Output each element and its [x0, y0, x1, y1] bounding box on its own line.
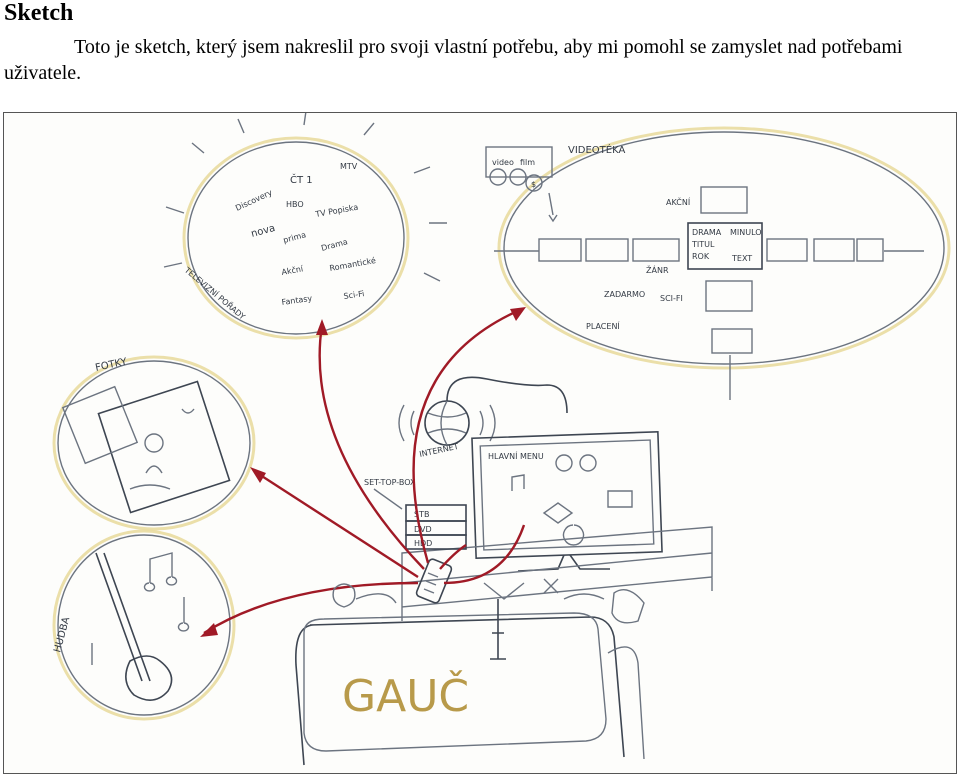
- videoteka-bubble: VIDEOTÉKA video film $ DRAMA MINULO TITU…: [485, 126, 951, 400]
- channel-hbo: HBO: [286, 200, 304, 209]
- music-bubble: HUDBA: [52, 529, 236, 721]
- genre-drama: Drama: [320, 237, 349, 253]
- genre-romanticke: Romantické: [329, 255, 377, 273]
- dvd-item: DVD: [414, 525, 432, 534]
- genre-fantasy: Fantasy: [281, 294, 313, 307]
- tv-programs-bubble: Discovery ČT 1 MTV HBO TV Popiska nova p…: [163, 110, 447, 340]
- channel-tv-popiska: TV Popiska: [314, 203, 359, 220]
- tv-programs-title: TELEVIZNÍ POŘADY: [182, 263, 248, 321]
- svg-text:DRAMA: DRAMA: [692, 228, 722, 237]
- genre-akcni: Akční: [281, 263, 305, 277]
- remote-control: [415, 558, 453, 604]
- svg-text:video: video: [492, 158, 514, 167]
- doodles: [332, 578, 645, 624]
- svg-text:$: $: [531, 180, 536, 189]
- internet-label: INTERNET: [419, 442, 460, 459]
- couch-label: GAUČ: [342, 669, 469, 722]
- channel-discovery: Discovery: [234, 188, 274, 213]
- svg-text:film: film: [520, 158, 535, 167]
- set-top-box-label: SET-TOP-BOX: [364, 478, 416, 487]
- tv-stand: [401, 526, 713, 621]
- couch: GAUČ: [295, 599, 645, 766]
- label-placeni: PLACENÍ: [586, 320, 620, 331]
- navigation-arrows: [200, 307, 526, 637]
- svg-text:ROK: ROK: [692, 252, 710, 261]
- intro-paragraph: Toto je sketch, který jsem nakreslil pro…: [4, 36, 903, 84]
- stb-item: STB: [414, 510, 429, 519]
- television: HLAVNÍ MENU: [471, 430, 663, 572]
- label-akcni: AKČNÍ: [666, 196, 691, 207]
- label-scifi: SCI-FI: [660, 294, 683, 303]
- channel-prima: prima: [282, 230, 307, 245]
- videoteka-mini-menu: video film $: [485, 146, 558, 223]
- channel-nova: nova: [250, 223, 277, 240]
- label-zadarmo: ZADARMO: [604, 290, 645, 299]
- videoteka-title: VIDEOTÉKA: [568, 143, 625, 156]
- main-menu-label: HLAVNÍ MENU: [488, 450, 544, 461]
- genre-scifi: Sci-Fi: [343, 289, 365, 301]
- sketch-image: Discovery ČT 1 MTV HBO TV Popiska nova p…: [3, 110, 957, 774]
- photos-bubble: FOTKY: [52, 355, 256, 531]
- label-zanr: ŽÁNR: [646, 264, 669, 275]
- channel-mtv: MTV: [340, 162, 358, 171]
- page-heading: Sketch: [4, 0, 74, 26]
- svg-text:TEXT: TEXT: [731, 254, 752, 263]
- svg-text:TITUL: TITUL: [691, 240, 715, 249]
- photos-title: FOTKY: [94, 356, 128, 374]
- channel-ct1: ČT 1: [290, 173, 313, 186]
- film-strip: DRAMA MINULO TITUL ROK TEXT: [494, 186, 924, 400]
- svg-text:MINULO: MINULO: [730, 228, 762, 237]
- internet-globe: INTERNET: [398, 376, 568, 459]
- sketch-drawing: Discovery ČT 1 MTV HBO TV Popiska nova p…: [52, 110, 951, 766]
